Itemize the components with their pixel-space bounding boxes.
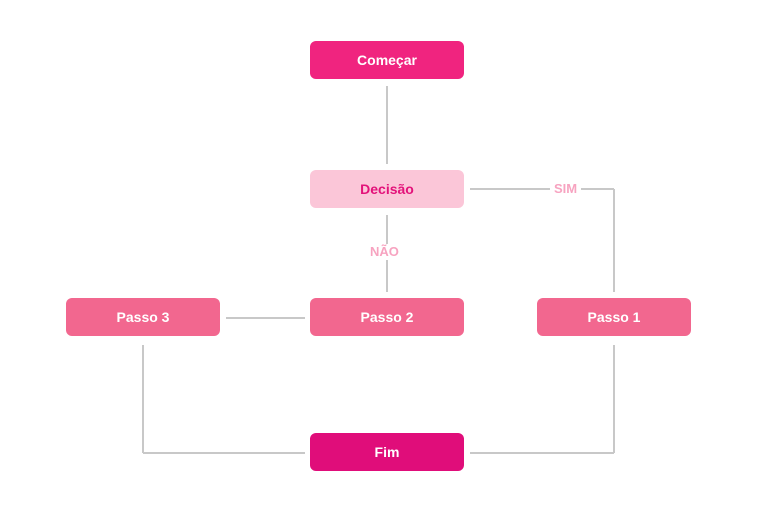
start-node: Começar: [310, 41, 464, 79]
step2-node: Passo 2: [310, 298, 464, 336]
decision-node: Decisão: [310, 170, 464, 208]
step2-node-label: Passo 2: [360, 309, 414, 325]
step1-node-label: Passo 1: [587, 309, 641, 325]
decision-node-label: Decisão: [360, 181, 414, 197]
end-node: Fim: [310, 433, 464, 471]
step1-node: Passo 1: [537, 298, 691, 336]
end-node-label: Fim: [374, 444, 400, 460]
step3-node: Passo 3: [66, 298, 220, 336]
start-node-label: Começar: [357, 52, 417, 68]
step3-node-label: Passo 3: [116, 309, 170, 325]
yes-edge-label: SIM: [550, 181, 582, 197]
no-edge-label: NÃO: [366, 244, 403, 260]
